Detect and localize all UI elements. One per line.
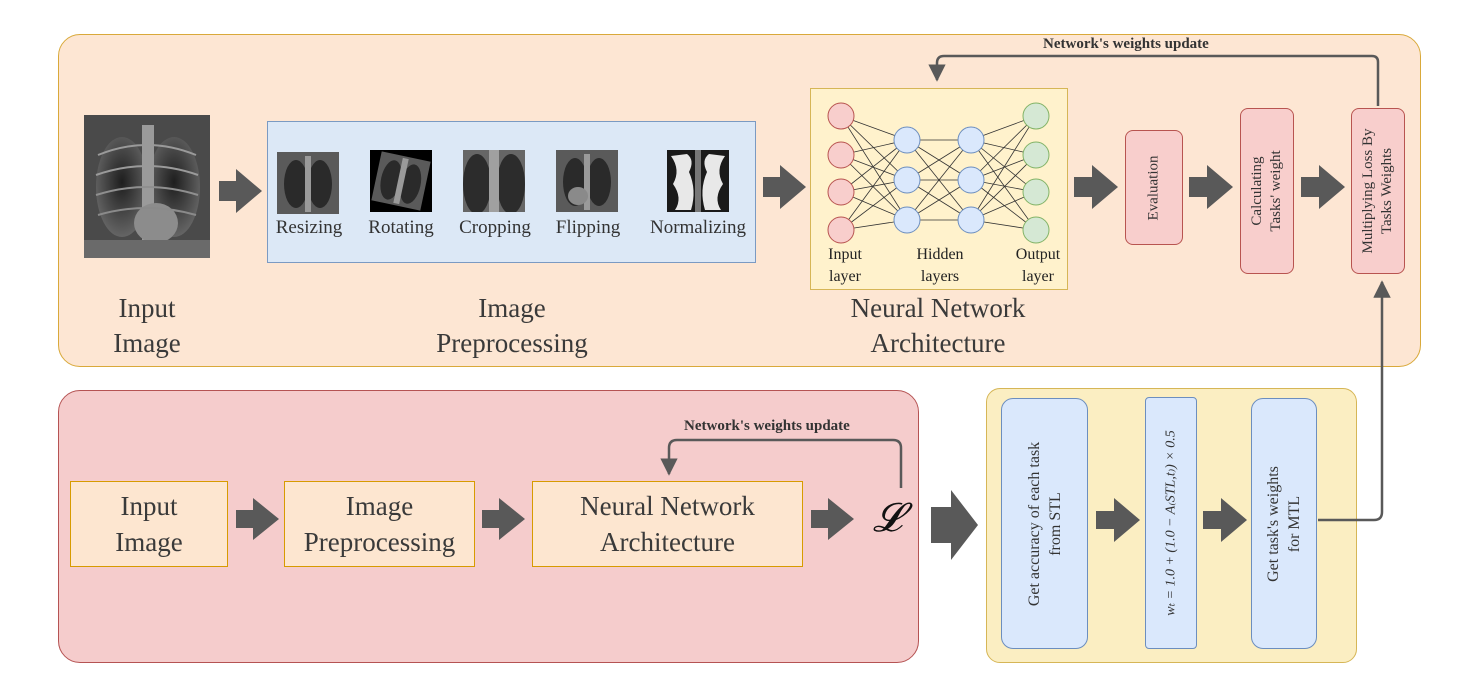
bottom-update-connector: [660, 438, 903, 488]
input-node: [827, 102, 855, 130]
bottom-update-label: Network's weights update: [684, 418, 850, 434]
flow-arrow: [1189, 165, 1233, 209]
step-flipping: Flipping: [555, 217, 621, 238]
hidden-node: [893, 206, 921, 234]
top-update-connector: [928, 54, 1380, 106]
normalize-thumbnail: [667, 150, 729, 212]
flow-arrow: [1301, 165, 1345, 209]
hidden-node: [957, 206, 985, 234]
flow-arrow: [219, 169, 262, 213]
formula-box: wₜ = 1.0 + (1.0 − A₍STL,t₎) × 0.5: [1145, 397, 1197, 649]
flow-arrow: [1203, 498, 1247, 542]
hidden-node: [957, 126, 985, 154]
rotate-thumbnail: [370, 150, 432, 212]
resize-thumbnail: [277, 152, 339, 214]
hidden-node: [957, 166, 985, 194]
flow-arrow: [482, 498, 525, 540]
flow-arrow: [236, 498, 279, 540]
step-cropping: Cropping: [459, 217, 531, 238]
hidden-node: [893, 126, 921, 154]
flow-arrow: [1096, 498, 1140, 542]
xray-input-image: [84, 115, 210, 258]
flip-thumbnail: [556, 150, 618, 212]
nn-nodes: [827, 102, 1050, 244]
flow-arrow: [763, 165, 806, 209]
flow-arrow: [811, 498, 854, 540]
input-node: [827, 178, 855, 206]
step-normalizing: Normalizing: [649, 217, 747, 238]
crop-thumbnail: [463, 150, 525, 212]
evaluation-box: Evaluation: [1125, 130, 1183, 245]
output-node: [1022, 178, 1050, 206]
output-node: [1022, 216, 1050, 244]
loss-symbol: 𝓛: [873, 495, 903, 541]
flow-arrow: [931, 490, 978, 560]
block-arrows: [219, 165, 1345, 560]
step-rotating: Rotating: [368, 217, 434, 238]
step-resizing: Resizing: [275, 217, 343, 238]
nn-edges: [840, 115, 1037, 231]
flow-arrow: [1074, 165, 1118, 209]
weights-to-multiply-connector: [1318, 280, 1391, 522]
output-node: [1022, 102, 1050, 130]
output-node: [1022, 141, 1050, 169]
input-node: [827, 141, 855, 169]
top-update-label: Network's weights update: [1043, 36, 1209, 52]
hidden-node: [893, 166, 921, 194]
input-node: [827, 216, 855, 244]
